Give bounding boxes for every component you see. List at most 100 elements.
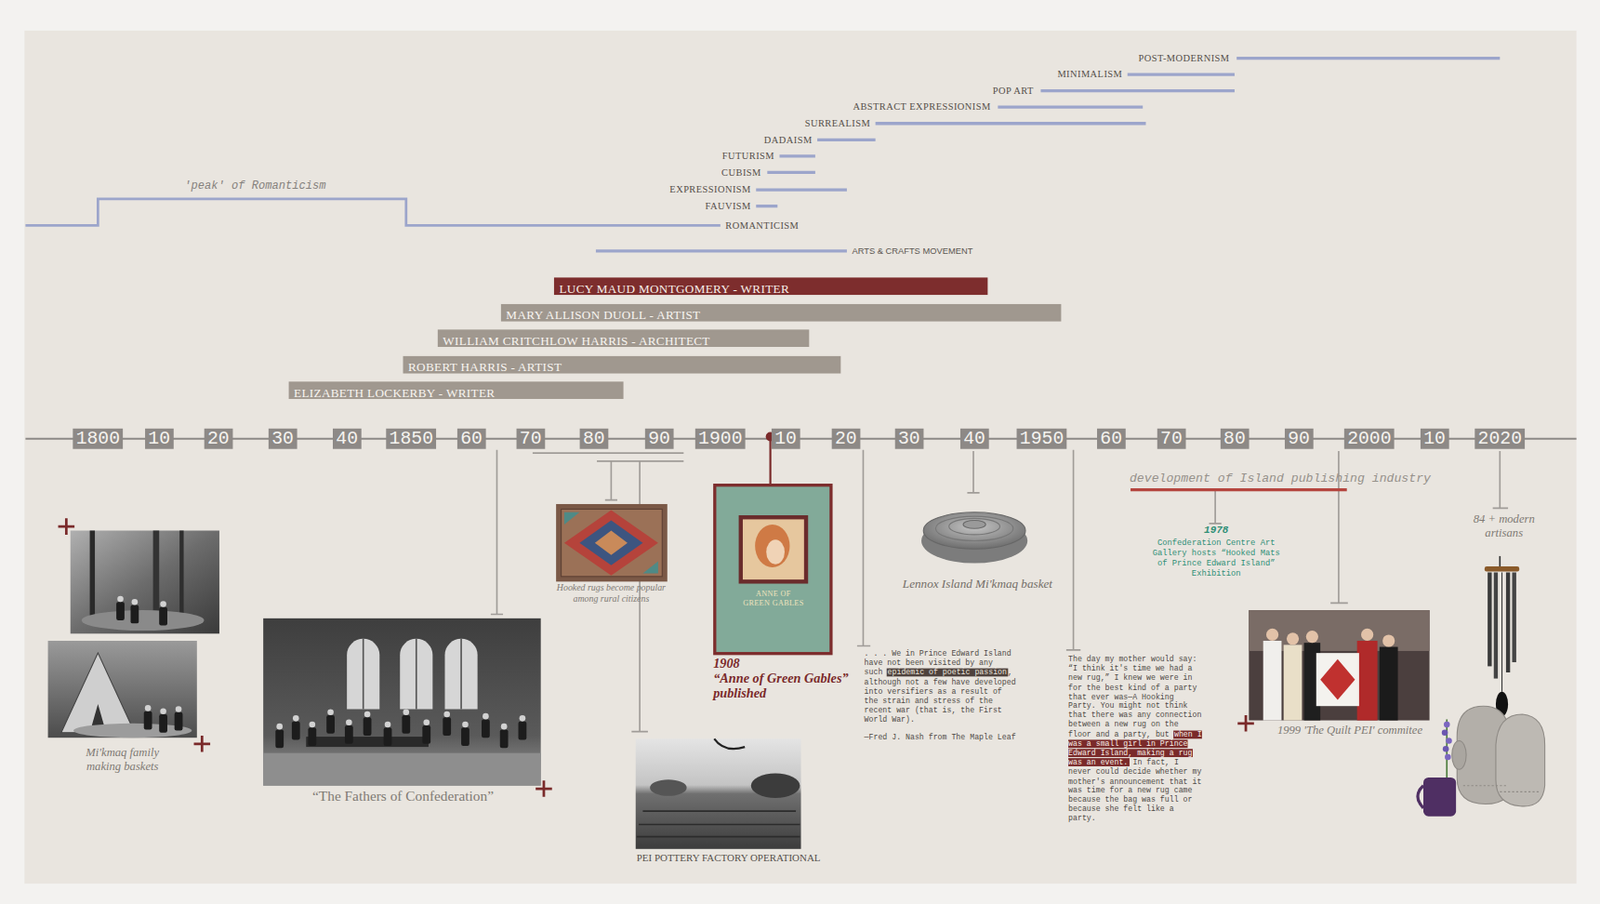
decor-line — [595, 249, 847, 252]
caption: Hooked rugs become popular among rural c… — [544, 581, 678, 606]
movement-label: ARTS & CRAFTS MOVEMENT — [851, 245, 973, 256]
mikmaq-photo — [70, 529, 220, 634]
decor-rect — [1506, 571, 1510, 673]
decor-path — [25, 198, 720, 226]
decor-rect — [1484, 566, 1520, 571]
cross-mark — [58, 517, 76, 535]
decor-rect — [713, 483, 833, 655]
decor-circle — [1441, 728, 1449, 736]
band-label: ROBERT HARRIS - ARTIST — [408, 359, 562, 375]
decor-circle — [1444, 753, 1452, 761]
year-label: 70 — [516, 428, 545, 450]
decor-rect — [305, 736, 429, 747]
mikmaq-basket — [921, 512, 1028, 564]
year-label: 60 — [457, 428, 486, 450]
movement-label: FAUVISM — [705, 200, 752, 212]
decor-path — [605, 461, 618, 501]
decor-use — [500, 723, 509, 748]
range-bar — [1130, 488, 1348, 491]
decor-path — [857, 449, 871, 647]
caption: 1999 'The Quilt PEI' commitee — [1277, 723, 1423, 738]
caption: Lennox Island Mi'kmaq basket — [902, 576, 1053, 592]
quote-highlight: epidemic of poetic passion — [885, 668, 1008, 677]
cross-mark — [535, 780, 553, 797]
quote-source: —Fred J. Nash from The Maple Leaf — [864, 732, 1019, 742]
decor-line — [766, 171, 816, 174]
band-label: WILLIAM CRITCHLOW HARRIS - ARCHITECT — [442, 333, 710, 349]
fathers-painting — [263, 618, 542, 786]
decor-circle — [1361, 628, 1374, 641]
decor-line — [779, 154, 815, 158]
decor-path — [1495, 714, 1546, 807]
quote-text: In fact, I never could decide whether my… — [1068, 757, 1202, 822]
decor-polygon — [642, 560, 658, 573]
decor-path — [1417, 785, 1424, 808]
decor-polygon — [1320, 659, 1355, 701]
year-label: 80 — [1220, 428, 1249, 450]
quote-text: , although not a few have developed into… — [864, 668, 1017, 724]
decor-rect — [1379, 647, 1399, 721]
person-band: LUCY MAUD MONTGOMERY - WRITER — [554, 277, 988, 295]
book-cover — [713, 483, 833, 655]
decor-rect — [1357, 640, 1378, 721]
decor-path — [636, 810, 801, 836]
year-label: 30 — [895, 428, 924, 450]
movement-lines — [25, 58, 1500, 252]
year-label: 90 — [645, 428, 674, 450]
person-band: ROBERT HARRIS - ARTIST — [403, 356, 842, 374]
decor-path — [532, 452, 684, 462]
decor-rect — [715, 486, 830, 652]
decor-use — [158, 600, 168, 625]
movement-label: DADAISM — [764, 134, 813, 146]
person-band: ELIZABETH LOCKERBY - WRITER — [289, 381, 624, 399]
year-label: 70 — [1157, 428, 1186, 450]
caption: Mi'kmaq family making baskets — [71, 745, 174, 774]
mikmaq-photo — [48, 640, 198, 738]
movement-label: EXPRESSIONISM — [669, 185, 751, 196]
decor-rect — [739, 515, 809, 584]
caption: 84 + modern artisans — [1463, 512, 1546, 541]
decor-line — [997, 105, 1143, 109]
year-label: 2020 — [1474, 428, 1525, 450]
decor-rect — [263, 618, 542, 786]
decor-path — [714, 738, 745, 749]
decor-use — [307, 721, 317, 746]
decor-rect — [179, 529, 184, 617]
decor-use — [422, 718, 431, 743]
canvas — [24, 30, 1576, 884]
decor-use — [116, 595, 125, 621]
year-label: 2000 — [1344, 428, 1395, 450]
decor-ellipse — [754, 524, 790, 568]
decor-line — [1127, 72, 1235, 76]
year-label: 10 — [1420, 428, 1449, 450]
year-label: 1800 — [72, 428, 123, 450]
cover-title: ANNE OF GREEN GABLES — [741, 588, 806, 608]
leader-lines — [490, 449, 1508, 732]
year-label: 20 — [832, 428, 860, 450]
decor-ellipse — [766, 539, 785, 564]
hooked-rug — [555, 503, 668, 582]
person-band: WILLIAM CRITCHLOW HARRIS - ARCHITECT — [437, 329, 809, 347]
decor-line — [1499, 555, 1502, 568]
event-caption: “Anne of Green Gables” published — [713, 671, 857, 702]
decor-rect — [263, 753, 542, 786]
decor-rect — [555, 503, 668, 582]
decor-use — [291, 714, 301, 740]
band-label: ELIZABETH LOCKERBY - WRITER — [293, 385, 495, 401]
movement-label: SURREALISM — [805, 118, 871, 129]
pottery-photo — [635, 738, 802, 848]
movement-label: FUTURISM — [722, 150, 775, 161]
decor-path — [1066, 449, 1081, 650]
decor-circle — [1442, 745, 1450, 753]
decor-ellipse — [949, 517, 1001, 535]
decor-use — [461, 721, 470, 746]
decor-use — [481, 713, 490, 738]
decor-line — [817, 138, 876, 142]
decor-use — [275, 723, 284, 748]
decor-line — [875, 121, 1147, 125]
decor-circle — [1445, 737, 1453, 744]
quote-text: The day my mother would say: “I think it… — [1068, 654, 1202, 739]
decor-rect — [1511, 571, 1516, 662]
decor-polygon — [564, 510, 659, 576]
